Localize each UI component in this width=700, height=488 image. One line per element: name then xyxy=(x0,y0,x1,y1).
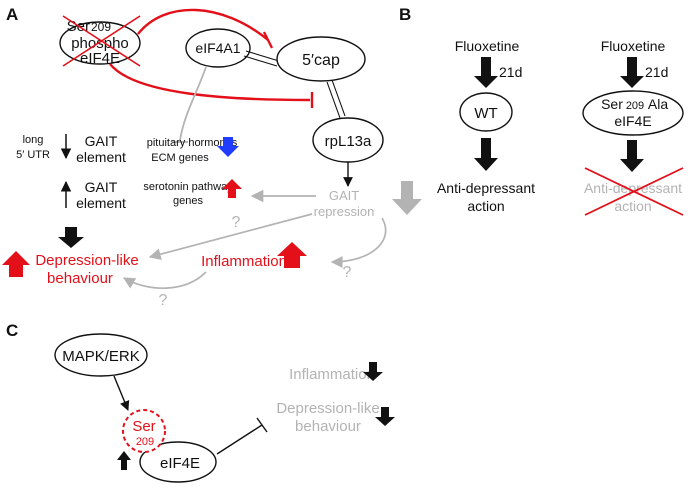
gait-up-line2: element xyxy=(76,195,126,211)
mapk-erk-node: MAPK/ERK xyxy=(54,333,148,377)
inflammation-c-label: Inflammation xyxy=(289,366,375,383)
ser209-site: Ser 209 xyxy=(122,409,166,453)
phospho-eif4e-node: Ser 209 phospho eIF4E xyxy=(59,15,141,67)
panel-b-label: B xyxy=(399,5,411,24)
eif4e-node: eIF4E xyxy=(139,441,217,483)
utr-line2: 5′ UTR xyxy=(16,149,50,161)
serotonin-line2: genes xyxy=(173,195,203,207)
blue-down-arrow xyxy=(217,137,239,157)
gait-down-line2: element xyxy=(76,149,126,165)
gait-down-line1: GAIT xyxy=(85,133,118,149)
inhibit-curve-to-cap xyxy=(137,8,269,41)
red-big-up-arrow-depression xyxy=(2,251,30,277)
panel-a-label: A xyxy=(6,5,18,24)
cap-label: 5′cap xyxy=(302,52,340,69)
gait-repression-line2: repression xyxy=(314,204,375,219)
depression-c-line1: Depression-like xyxy=(276,400,379,417)
mapk-erk-label: MAPK/ERK xyxy=(62,348,140,365)
eif4e-label: eIF4E xyxy=(80,50,120,67)
left-block-arrow-1 xyxy=(474,57,498,88)
mapk-to-ser-arrow xyxy=(113,375,130,411)
inhibit-curve-to-rpl13a xyxy=(109,63,311,102)
ser-number: 209 xyxy=(91,20,111,34)
red-up-small-arrow xyxy=(222,179,242,198)
mutant-ser-number: 209 xyxy=(626,100,644,112)
ser209ala-eif4e-node: Ser 209 Ala eIF4E xyxy=(582,90,684,136)
rpl13a-label: rpL13a xyxy=(325,133,372,150)
five-prime-cap-node: 5′cap xyxy=(276,36,366,82)
eif4e-inhibit-line xyxy=(216,424,263,455)
question-mark-2: ? xyxy=(343,264,352,281)
gray-inhibit-curve xyxy=(179,66,207,141)
inflammation-label: Inflammation xyxy=(201,253,287,270)
gray-arrow-to-inflammation xyxy=(330,217,387,268)
ser-c-number: 209 xyxy=(136,436,154,448)
left-block-arrow-2 xyxy=(474,138,498,171)
red-big-up-arrow-inflammation xyxy=(277,242,307,268)
cross-out-mark xyxy=(62,15,141,67)
question-mark-1: ? xyxy=(232,214,241,231)
gait-up-line1: GAIT xyxy=(85,179,118,195)
eif4a1-node: eIF4A1 xyxy=(185,28,251,68)
black-block-down-arrow xyxy=(58,227,84,248)
right-block-arrow-2 xyxy=(620,140,644,172)
inhibit-bar-cap xyxy=(262,31,274,49)
black-up-block-arrow-c xyxy=(117,451,131,470)
pituitary-hormones-label: pituitary hormones xyxy=(147,137,238,149)
gray-block-down-arrow xyxy=(392,181,422,215)
right-duration-label: 21d xyxy=(645,64,668,80)
binding-line-cap-rpl13a xyxy=(326,79,346,119)
eif4e-c-label: eIF4E xyxy=(160,455,200,472)
eif4a1-label: eIF4A1 xyxy=(195,40,240,56)
inflammation-down-arrow-c xyxy=(363,362,383,381)
mutant-ala-label: Ala xyxy=(648,96,668,112)
right-block-arrow-1 xyxy=(620,57,644,88)
wt-node: WT xyxy=(459,92,513,132)
depression-c-line2: behaviour xyxy=(295,418,361,435)
question-mark-3: ? xyxy=(159,292,168,309)
eif4e-inhibit-bar xyxy=(256,417,268,433)
gray-arrow-to-depression xyxy=(148,213,313,261)
depression-down-arrow-c xyxy=(375,407,395,426)
left-outcome-line2: action xyxy=(467,198,504,214)
left-outcome-line1: Anti-depressant xyxy=(437,180,535,196)
rpl13a-node: rpL13a xyxy=(312,117,384,163)
depression-line2: behaviour xyxy=(47,270,113,287)
right-drug-label: Fluoxetine xyxy=(601,38,666,54)
depression-line1: Depression-like xyxy=(35,252,138,269)
right-outcome-line2: action xyxy=(614,198,651,214)
outcome-cross-out-mark xyxy=(584,167,684,216)
panel-c-label: C xyxy=(6,321,18,340)
binding-line-eif4a1-cap xyxy=(243,50,280,67)
mutant-ser-label: Ser xyxy=(601,96,623,112)
ser-c-label: Ser xyxy=(132,418,155,435)
right-outcome-line1: Anti-depressant xyxy=(584,180,682,196)
gray-arrow-inflammation-to-depression xyxy=(122,271,207,289)
left-duration-label: 21d xyxy=(499,64,522,80)
utr-line1: long xyxy=(23,134,44,146)
wt-label: WT xyxy=(474,105,497,122)
ecm-genes-label: ECM genes xyxy=(151,152,209,164)
phospho-label: phospho xyxy=(71,35,129,52)
gait-repression-line1: GAIT xyxy=(329,188,359,203)
mutant-eif4e-label: eIF4E xyxy=(614,113,651,129)
serotonin-line1: serotonin pathway xyxy=(143,181,233,193)
left-drug-label: Fluoxetine xyxy=(455,38,520,54)
